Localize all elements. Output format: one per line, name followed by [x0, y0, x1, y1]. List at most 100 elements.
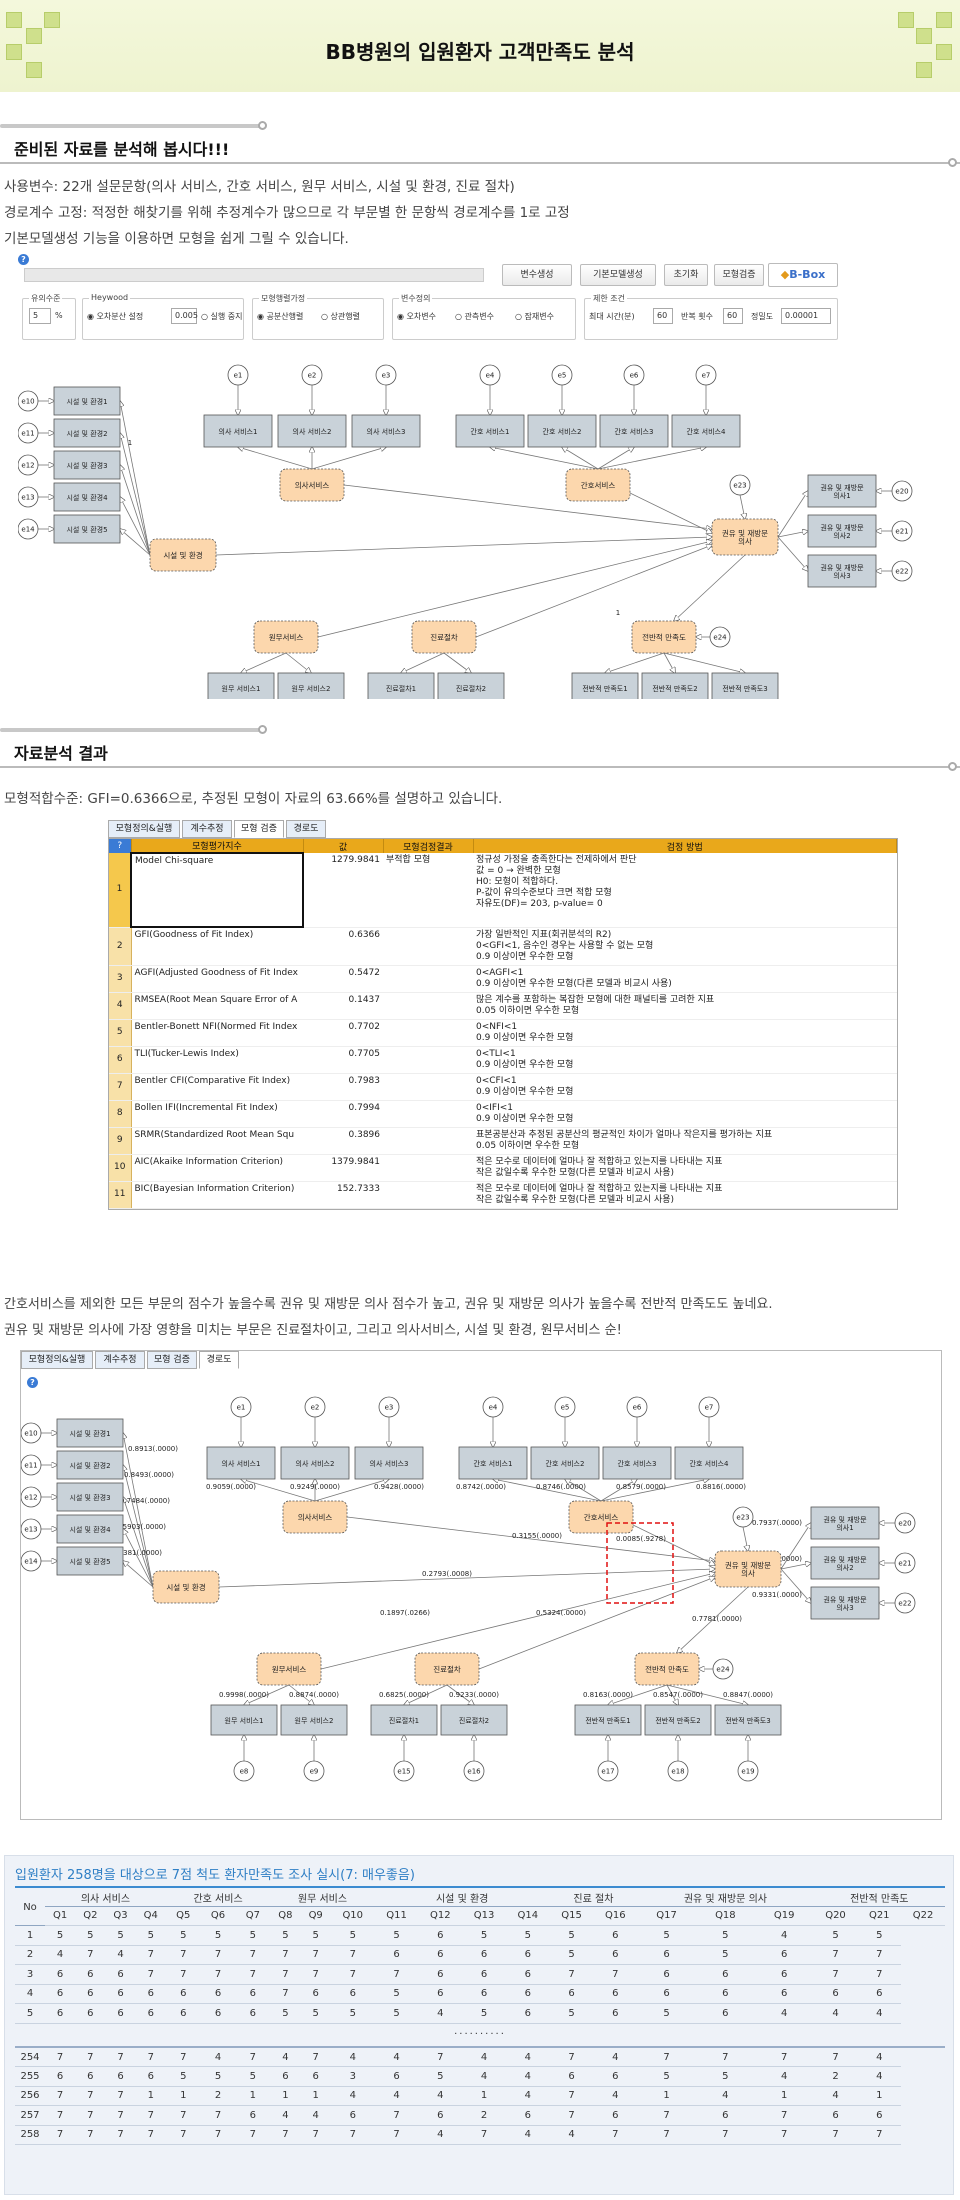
observed-doctor-item-1[interactable]: 의사 서비스1: [203, 414, 273, 448]
observed-overall-item-3[interactable]: 전반적 만족도3: [711, 672, 779, 699]
model-validate-button[interactable]: 모형검증: [714, 264, 764, 286]
error-node-e11[interactable]: e11: [18, 422, 39, 444]
observed-overall-item-1[interactable]: 전반적 만족도1: [571, 672, 639, 699]
error-node-e17[interactable]: e17: [597, 1760, 619, 1782]
error-node-e7[interactable]: e7: [695, 364, 717, 386]
error-variable-radio[interactable]: ◉ 오차변수: [397, 312, 436, 321]
error-node-e2[interactable]: e2: [304, 1396, 326, 1418]
observed-nurse-item-3[interactable]: 간호 서비스3: [602, 1446, 672, 1480]
latent-nurse-service[interactable]: 간호서비스: [565, 468, 631, 502]
error-node-e24[interactable]: e24: [712, 1658, 734, 1680]
tab-model-validation[interactable]: 모형 검증: [234, 820, 284, 838]
observed-nurse-item-1[interactable]: 간호 서비스1: [455, 414, 525, 448]
observed-admin-item-1[interactable]: 원무 서비스1: [210, 1704, 278, 1736]
error-node-e13[interactable]: e13: [21, 1518, 42, 1540]
observed-facility-item-4[interactable]: 시설 및 환경4: [56, 1514, 124, 1544]
reset-button[interactable]: 초기화: [664, 264, 708, 286]
error-node-e4[interactable]: e4: [482, 1396, 504, 1418]
heywood-value-input[interactable]: 0.005: [171, 308, 198, 324]
error-node-e3[interactable]: e3: [375, 364, 397, 386]
error-node-e7[interactable]: e7: [698, 1396, 720, 1418]
error-node-e10[interactable]: e10: [18, 390, 39, 412]
error-node-e6[interactable]: e6: [626, 1396, 648, 1418]
observed-overall-item-1[interactable]: 전반적 만족도1: [574, 1704, 642, 1736]
help-icon[interactable]: ?: [27, 1377, 38, 1388]
observed-overall-item-3[interactable]: 전반적 만족도3: [714, 1704, 782, 1736]
tab-model-definition[interactable]: 모형정의&실행: [21, 1351, 93, 1369]
error-node-e23[interactable]: e23: [729, 474, 751, 496]
observed-nurse-item-2[interactable]: 간호 서비스2: [530, 1446, 600, 1480]
observed-facility-item-1[interactable]: 시설 및 환경1: [53, 386, 121, 416]
error-node-e8[interactable]: e8: [233, 1760, 255, 1782]
latent-procedure[interactable]: 진료절차: [414, 1652, 480, 1686]
observed-nurse-item-4[interactable]: 간호 서비스4: [674, 1446, 744, 1480]
error-node-e20[interactable]: e20: [891, 480, 913, 502]
observed-admin-item-2[interactable]: 원무 서비스2: [280, 1704, 348, 1736]
observed-admin-item-2[interactable]: 원무 서비스2: [277, 672, 345, 699]
error-node-e14[interactable]: e14: [21, 1550, 42, 1572]
error-node-e9[interactable]: e9: [303, 1760, 325, 1782]
observed-facility-item-3[interactable]: 시설 및 환경3: [56, 1482, 124, 1512]
basic-model-button[interactable]: 기본모델생성: [580, 264, 656, 286]
error-node-e22[interactable]: e22: [894, 1592, 916, 1614]
error-node-e1[interactable]: e1: [230, 1396, 252, 1418]
latent-doctor-service[interactable]: 의사서비스: [279, 468, 345, 502]
observed-nurse-item-3[interactable]: 간호 서비스3: [599, 414, 669, 448]
observed-facility-item-3[interactable]: 시설 및 환경3: [53, 450, 121, 480]
error-node-e4[interactable]: e4: [479, 364, 501, 386]
error-node-e24[interactable]: e24: [709, 626, 731, 648]
latent-overall-satisfaction[interactable]: 전반적 만족도: [634, 1652, 700, 1686]
latent-procedure[interactable]: 진료절차: [411, 620, 477, 654]
error-node-e5[interactable]: e5: [554, 1396, 576, 1418]
tab-model-definition[interactable]: 모형정의&실행: [108, 820, 180, 838]
latent-admin-service[interactable]: 원무서비스: [256, 1652, 322, 1686]
observed-doctor-item-3[interactable]: 의사 서비스3: [354, 1446, 424, 1480]
error-node-e1[interactable]: e1: [227, 364, 249, 386]
error-node-e13[interactable]: e13: [18, 486, 39, 508]
observed-nurse-item-4[interactable]: 간호 서비스4: [671, 414, 741, 448]
create-variables-button[interactable]: 변수생성: [502, 264, 572, 286]
help-icon[interactable]: ?: [18, 254, 29, 265]
error-node-e12[interactable]: e12: [21, 1486, 42, 1508]
covariance-radio[interactable]: ◉ 공분산행렬: [257, 312, 304, 321]
error-node-e21[interactable]: e21: [891, 520, 913, 542]
heywood-stop-radio[interactable]: ○ 실행 중지: [201, 312, 243, 321]
error-node-e12[interactable]: e12: [18, 454, 39, 476]
max-time-input[interactable]: 60: [653, 308, 673, 324]
latent-variable-radio[interactable]: ○ 잠재변수: [515, 312, 554, 321]
bbox-logo-button[interactable]: ◆B-Box: [768, 263, 838, 287]
observed-facility-item-4[interactable]: 시설 및 환경4: [53, 482, 121, 512]
latent-facility[interactable]: 시설 및 환경: [149, 538, 217, 572]
latent-admin-service[interactable]: 원무서비스: [253, 620, 319, 654]
observed-facility-item-2[interactable]: 시설 및 환경2: [56, 1450, 124, 1480]
observed-overall-item-2[interactable]: 전반적 만족도2: [644, 1704, 712, 1736]
error-node-e5[interactable]: e5: [551, 364, 573, 386]
observed-overall-item-2[interactable]: 전반적 만족도2: [641, 672, 709, 699]
error-node-e2[interactable]: e2: [301, 364, 323, 386]
observed-variable-radio[interactable]: ○ 관측변수: [455, 312, 494, 321]
observed-doctor-item-1[interactable]: 의사 서비스1: [206, 1446, 276, 1480]
error-node-e19[interactable]: e19: [737, 1760, 759, 1782]
correlation-radio[interactable]: ○ 상관행렬: [321, 312, 360, 321]
error-node-e3[interactable]: e3: [378, 1396, 400, 1418]
observed-facility-item-1[interactable]: 시설 및 환경1: [56, 1418, 124, 1448]
observed-doctor-item-2[interactable]: 의사 서비스2: [280, 1446, 350, 1480]
observed-procedure-item-1[interactable]: 진료절차1: [370, 1704, 438, 1736]
tab-path-diagram[interactable]: 경로도: [199, 1351, 239, 1369]
error-node-e23[interactable]: e23: [732, 1506, 754, 1528]
latent-doctor-service[interactable]: 의사서비스: [282, 1500, 348, 1534]
iterations-input[interactable]: 60: [723, 308, 743, 324]
observed-nurse-item-1[interactable]: 간호 서비스1: [458, 1446, 528, 1480]
tab-path-diagram[interactable]: 경로도: [286, 820, 326, 838]
precision-input[interactable]: 0.00001: [781, 308, 831, 324]
error-node-e16[interactable]: e16: [463, 1760, 485, 1782]
observed-procedure-item-2[interactable]: 진료절차2: [437, 672, 505, 699]
